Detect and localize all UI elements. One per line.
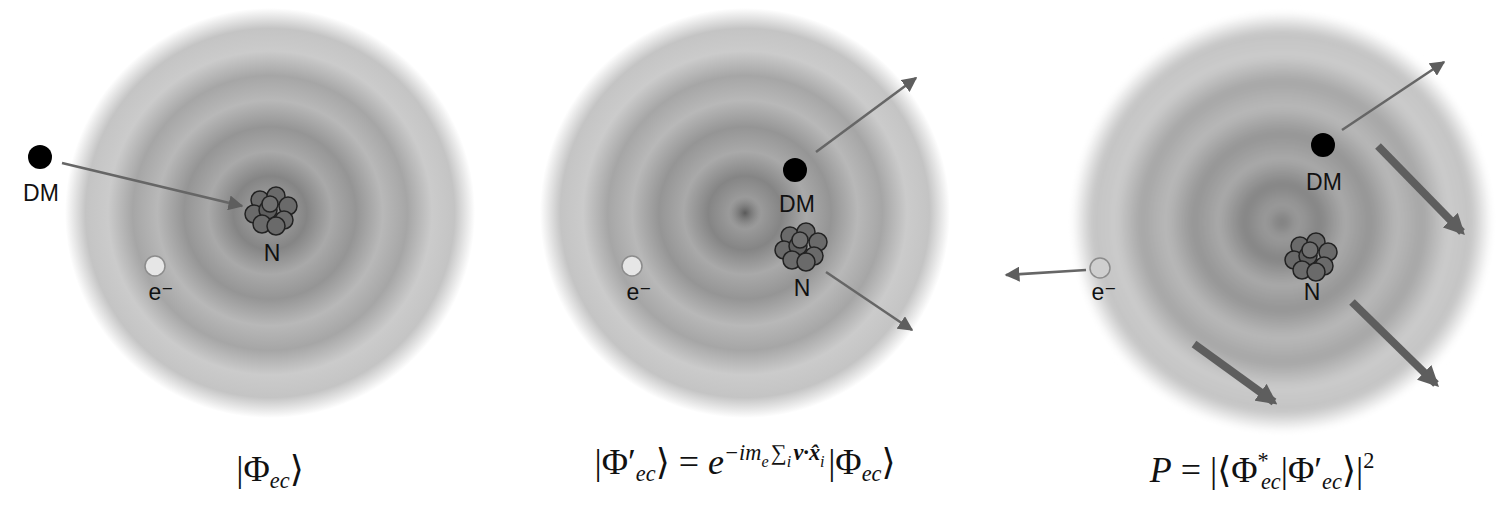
electron — [1090, 258, 1110, 278]
particle-label: e⁻ — [1092, 279, 1117, 306]
particle-label: e⁻ — [149, 279, 174, 306]
equation-term: ⟩ — [290, 449, 304, 489]
equation-term: ⟩| — [1342, 450, 1363, 490]
equation-term: 2 — [1363, 448, 1374, 473]
equation-term: ec — [636, 461, 656, 486]
equation-term: ∑ — [771, 440, 787, 465]
cloud-center — [731, 199, 759, 227]
panel-kicked — [540, 8, 950, 418]
equation-term: = |⟨Φ — [1181, 450, 1258, 490]
dm-particle — [1311, 133, 1335, 157]
equation-term: |Φ — [828, 442, 862, 482]
cloud-motion-arrow — [1378, 146, 1462, 232]
electron-arrow — [1006, 270, 1086, 275]
particle-label: DM — [23, 180, 59, 207]
dm-arrow — [1342, 62, 1444, 130]
cloud-motion-arrow — [1194, 344, 1274, 402]
cloud-motion-arrow — [1352, 302, 1436, 384]
dm-particle — [783, 158, 807, 182]
panel-ionized — [1006, 12, 1492, 432]
dm-arrow — [816, 78, 916, 152]
particle-label: DM — [779, 191, 815, 218]
equation: |Φec⟩ — [236, 448, 303, 495]
equation-term: ec — [1261, 469, 1281, 494]
nucleus — [775, 223, 827, 271]
equation: |Φ′ec⟩ =e−ime∑iv·x̂i|Φec⟩ — [594, 440, 895, 488]
particle-label: N — [1304, 279, 1321, 306]
particle-label: e⁻ — [627, 279, 652, 306]
equation: P= |⟨Φ*ec|Φ′ec⟩|2 — [1150, 448, 1375, 496]
nucleus — [1285, 233, 1337, 281]
particle-label: N — [794, 275, 811, 302]
electron — [145, 256, 165, 276]
equation-term: ec — [862, 461, 882, 486]
electron-cloud — [65, 8, 475, 418]
equation-term: |Φ′ — [1281, 450, 1322, 490]
equation-term: i — [787, 453, 792, 471]
particle-label: N — [264, 240, 281, 267]
dm-particle — [28, 145, 52, 169]
electron-cloud — [1072, 12, 1492, 432]
equation-term: i — [820, 453, 825, 471]
equation-term: e — [761, 453, 768, 471]
equation-term: v·x̂ — [793, 440, 820, 465]
panel-initial — [28, 8, 475, 418]
equation-term: P — [1150, 450, 1172, 490]
equation-term: e — [708, 442, 724, 482]
electron — [622, 256, 642, 276]
equation-term: |Φ′ — [594, 442, 635, 482]
equation-term: ec — [270, 468, 290, 493]
particle-label: DM — [1306, 169, 1342, 196]
dm-arrow — [62, 163, 242, 206]
equation-term: −im — [724, 440, 761, 465]
equation-term: ⟩ = — [656, 442, 699, 482]
equation-term: ⟩ — [882, 442, 896, 482]
equation-term: |Φ — [236, 449, 270, 489]
equation-term: ec — [1322, 469, 1342, 494]
nucleus-arrow — [826, 272, 912, 330]
electron-cloud — [540, 8, 950, 418]
nucleus — [245, 187, 297, 235]
